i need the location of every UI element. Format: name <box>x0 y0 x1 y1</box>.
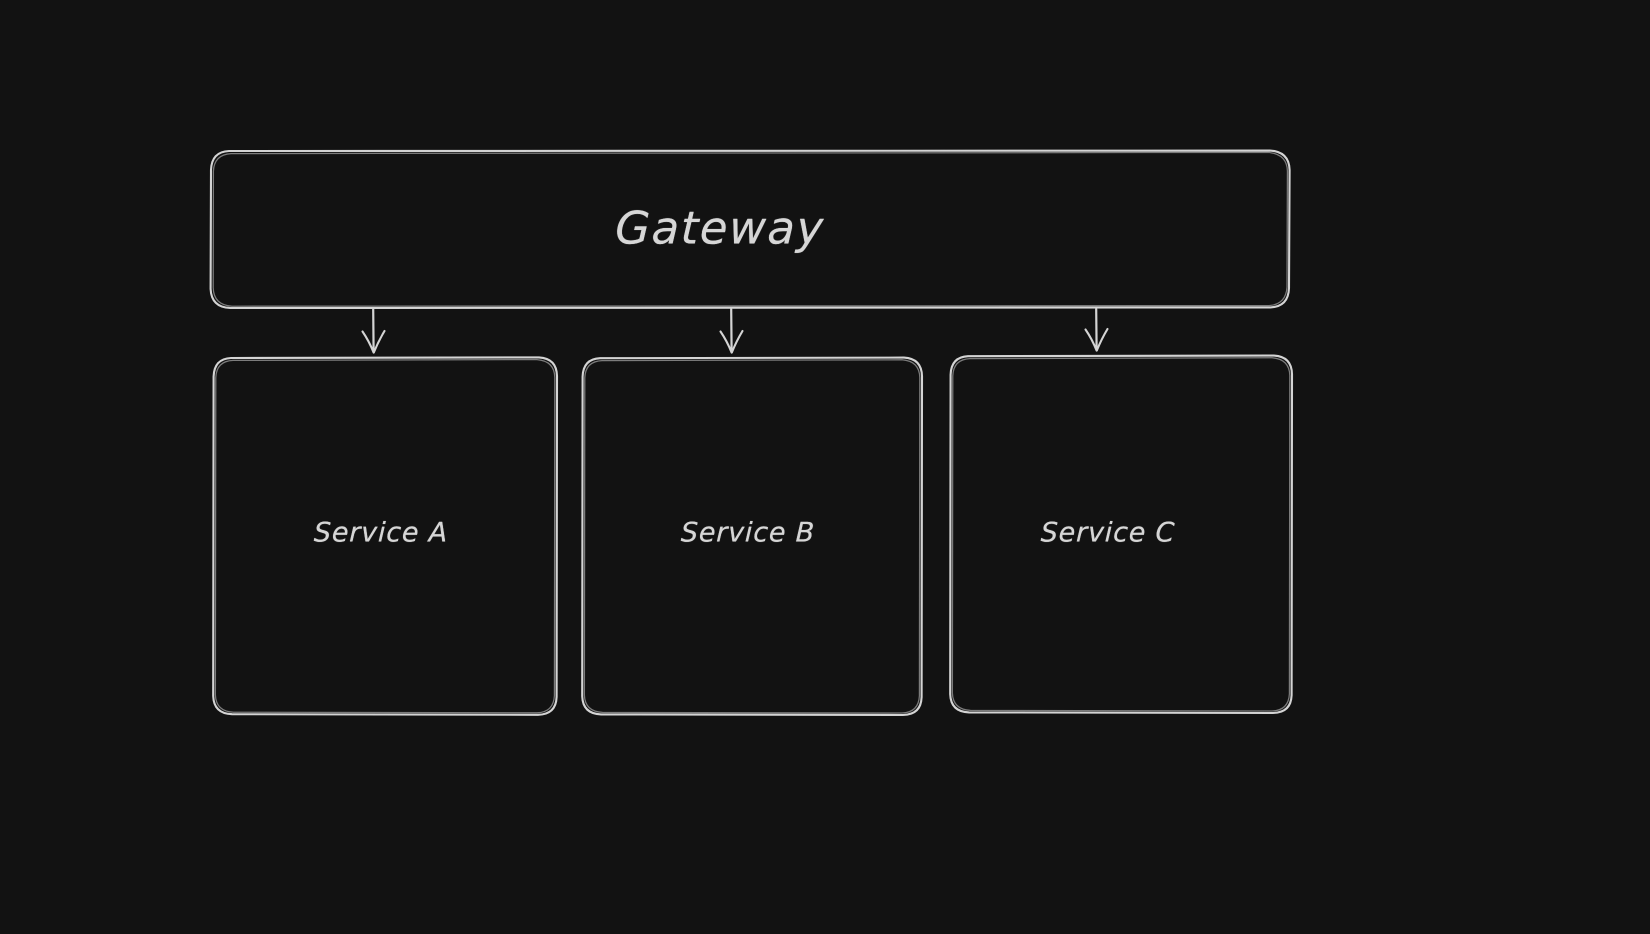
gateway-outline-stroke-2 <box>212 151 1289 307</box>
gateway-outline-stroke-1 <box>209 149 1291 310</box>
edge-gateway-service-c[interactable] <box>1084 307 1109 352</box>
service-c-node-label: Service C <box>1040 517 1176 549</box>
service-b-node-shape[interactable] <box>581 356 924 717</box>
service-a-outline-stroke-1 <box>212 356 559 716</box>
service-b-node-label: Service B <box>680 517 816 549</box>
edge-gateway-service-a[interactable] <box>361 307 386 354</box>
gateway-node-label: Gateway <box>614 201 826 255</box>
service-c-node-shape[interactable] <box>949 354 1294 715</box>
service-b-outline-stroke-1 <box>581 356 924 717</box>
service-c-outline-stroke-2 <box>951 357 1291 712</box>
service-b-outline-stroke-2 <box>583 359 921 714</box>
service-a-outline-stroke-2 <box>214 358 556 714</box>
service-c-outline-stroke-1 <box>949 354 1294 715</box>
service-a-node-shape[interactable] <box>212 356 559 716</box>
service-a-node-label: Service A <box>313 517 449 549</box>
gateway-node-shape[interactable] <box>209 149 1291 310</box>
edge-gateway-service-b[interactable] <box>719 307 744 354</box>
